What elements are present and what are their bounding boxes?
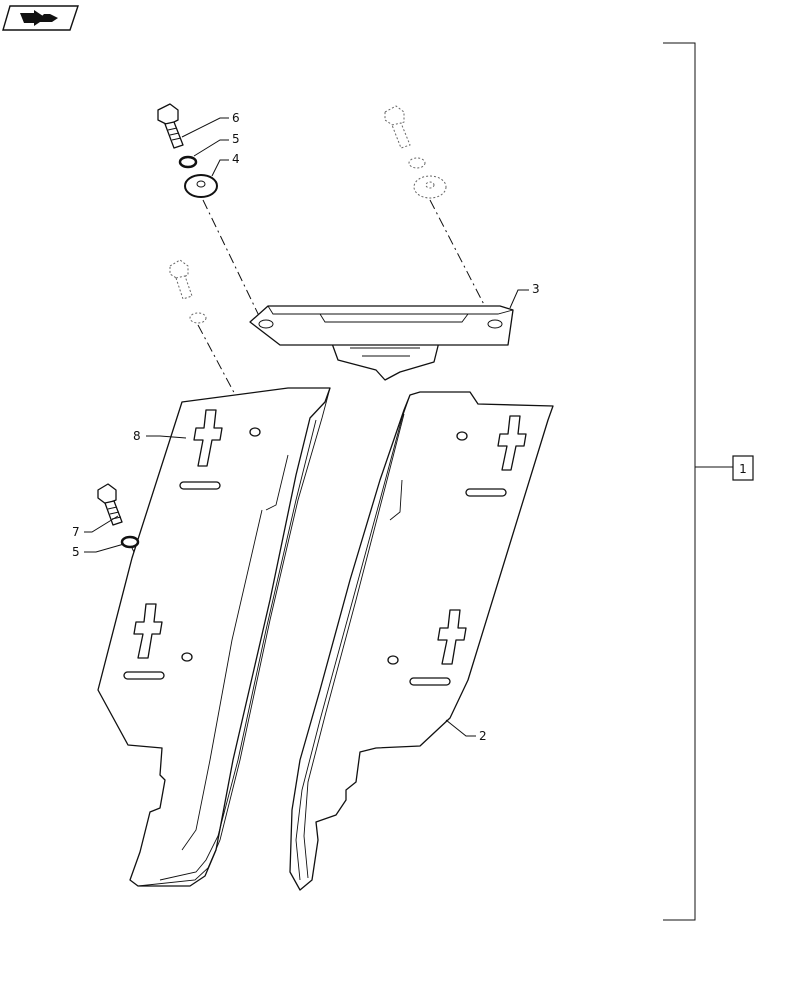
- lock-washer-middle: [189, 312, 207, 324]
- callout-5-top: 5: [232, 132, 240, 146]
- callout-2: 2: [479, 729, 487, 743]
- lock-washer-top-right: [408, 157, 426, 169]
- left-shield: [97, 387, 331, 887]
- slot-hole-right: [487, 319, 503, 329]
- flat-washer-top-right: [413, 175, 447, 199]
- assembly-box-label: 1: [739, 462, 747, 476]
- bolt-top-right: [384, 105, 411, 149]
- leader-lines: [84, 117, 529, 737]
- callout-6: 6: [232, 111, 240, 125]
- lock-washer-left: [120, 535, 140, 549]
- bolt-middle: [169, 259, 193, 300]
- callout-7: 7: [72, 525, 80, 539]
- callout-8: 8: [133, 429, 141, 443]
- book-arrow-icon[interactable]: [2, 5, 79, 31]
- slot-hole-left: [258, 319, 274, 329]
- assembly-box: [732, 455, 754, 481]
- lock-washer-top-left: [178, 155, 198, 169]
- callout-3: 3: [532, 282, 540, 296]
- flat-washer-top-left: [184, 174, 218, 198]
- bolt-left: [97, 483, 123, 526]
- right-shield: [289, 391, 554, 891]
- callout-4: 4: [232, 152, 240, 166]
- assembly-bracket: [663, 42, 733, 921]
- mounting-bracket: [249, 305, 514, 381]
- bolt-top-left: [157, 103, 184, 149]
- callout-5-left: 5: [72, 545, 80, 559]
